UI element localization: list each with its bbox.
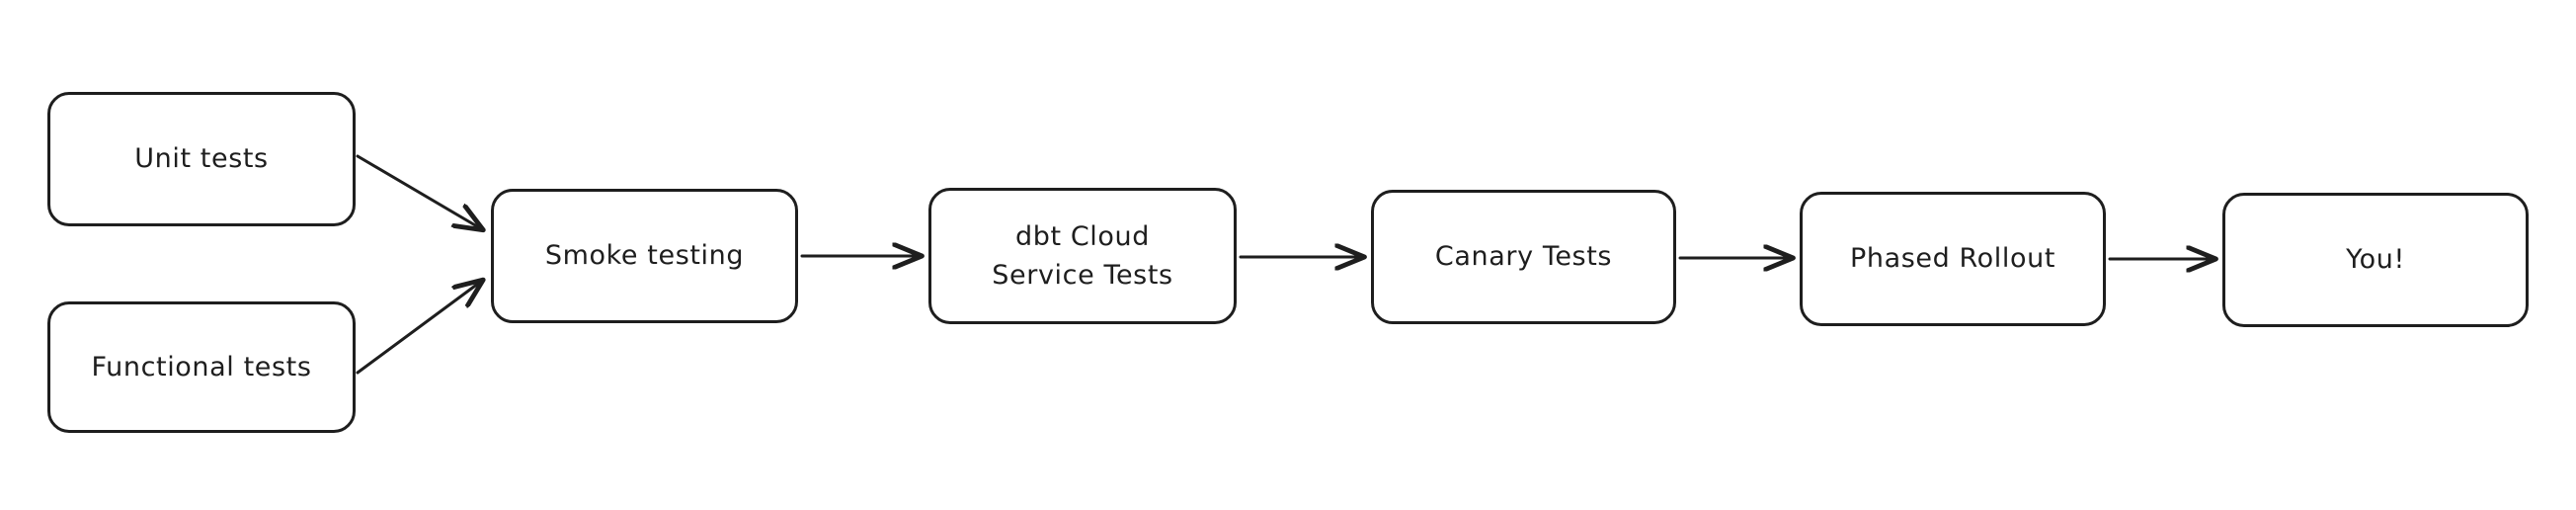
node-smoke-testing[interactable]: Smoke testing	[491, 189, 798, 323]
node-canary-tests[interactable]: Canary Tests	[1371, 190, 1676, 324]
node-label-functional-tests: Functional tests	[91, 351, 312, 382]
node-unit-tests[interactable]: Unit tests	[47, 92, 356, 226]
node-functional-tests[interactable]: Functional tests	[47, 301, 356, 433]
node-you[interactable]: You!	[2222, 193, 2529, 327]
edge-functional-to-smoke	[356, 281, 482, 375]
node-label-phased-rollout: Phased Rollout	[1849, 243, 2056, 275]
edge-unit-to-smoke	[356, 154, 482, 229]
node-label-dbt-cloud-service-tests: dbt Cloud Service Tests	[992, 220, 1173, 291]
node-label-you: You!	[2346, 244, 2405, 276]
node-label-unit-tests: Unit tests	[134, 143, 269, 175]
node-dbt-cloud-service-tests[interactable]: dbt Cloud Service Tests	[928, 188, 1237, 324]
node-label-canary-tests: Canary Tests	[1434, 241, 1613, 273]
node-phased-rollout[interactable]: Phased Rollout	[1800, 192, 2106, 326]
node-label-smoke-testing: Smoke testing	[544, 240, 745, 272]
